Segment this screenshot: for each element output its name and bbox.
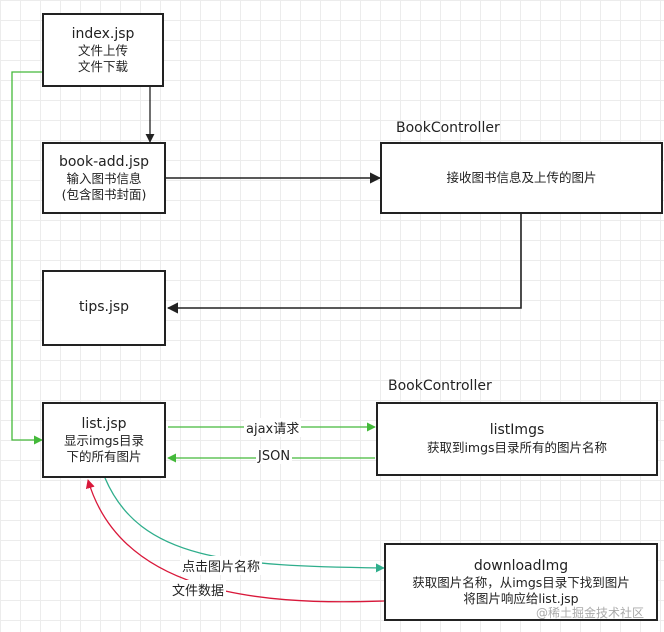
downloadimg-box: downloadImg 获取图片名称，从imgs目录下找到图片 将图片响应给li… xyxy=(384,543,658,621)
bookcontroller-2-caption: BookController xyxy=(388,378,492,394)
downloadimg-title: downloadImg xyxy=(473,557,569,574)
book-add-jsp-line2: (包含图书封面) xyxy=(61,186,147,202)
arrow-file-data xyxy=(85,479,385,603)
index-jsp-line1: 文件上传 xyxy=(77,43,128,59)
bookcontroller-1-caption: BookController xyxy=(396,120,500,136)
edge-label-click-name: 点击图片名称 xyxy=(180,556,263,575)
arrow-click-image-name xyxy=(104,477,385,573)
tips-jsp-title: tips.jsp xyxy=(78,299,130,316)
watermark: @稀土掘金技术社区 xyxy=(536,606,645,620)
downloadimg-line2: 将图片响应给list.jsp xyxy=(463,590,579,606)
index-jsp-box: index.jsp 文件上传 文件下载 xyxy=(42,13,164,87)
list-jsp-line2: 下的所有图片 xyxy=(66,448,142,464)
list-jsp-box: list.jsp 显示imgs目录 下的所有图片 xyxy=(42,402,166,478)
tips-jsp-box: tips.jsp xyxy=(42,270,166,346)
edge-label-ajax: ajax请求 xyxy=(244,418,302,437)
edge-label-file-data: 文件数据 xyxy=(170,580,227,599)
index-jsp-line2: 文件下载 xyxy=(77,58,128,74)
arrow-index-to-list xyxy=(11,71,68,445)
index-jsp-title: index.jsp xyxy=(71,25,135,42)
bookcontroller-2-box: listImgs 获取到imgs目录所有的图片名称 xyxy=(376,402,658,476)
list-jsp-title: list.jsp xyxy=(81,415,127,432)
arrow-controller-to-tips xyxy=(166,213,522,314)
book-add-jsp-line1: 输入图书信息 xyxy=(66,171,142,187)
edge-label-json: JSON xyxy=(256,449,293,464)
bookcontroller-1-box: 接收图书信息及上传的图片 xyxy=(380,142,663,214)
listimgs-title: listImgs xyxy=(489,422,545,439)
book-add-jsp-box: book-add.jsp 输入图书信息 (包含图书封面) xyxy=(42,142,166,214)
bookcontroller-1-line1: 接收图书信息及上传的图片 xyxy=(446,170,597,186)
listimgs-line1: 获取到imgs目录所有的图片名称 xyxy=(426,439,608,455)
downloadimg-line1: 获取图片名称，从imgs目录下找到图片 xyxy=(412,575,630,591)
book-add-jsp-title: book-add.jsp xyxy=(58,153,150,170)
list-jsp-line1: 显示imgs目录 xyxy=(63,433,145,449)
